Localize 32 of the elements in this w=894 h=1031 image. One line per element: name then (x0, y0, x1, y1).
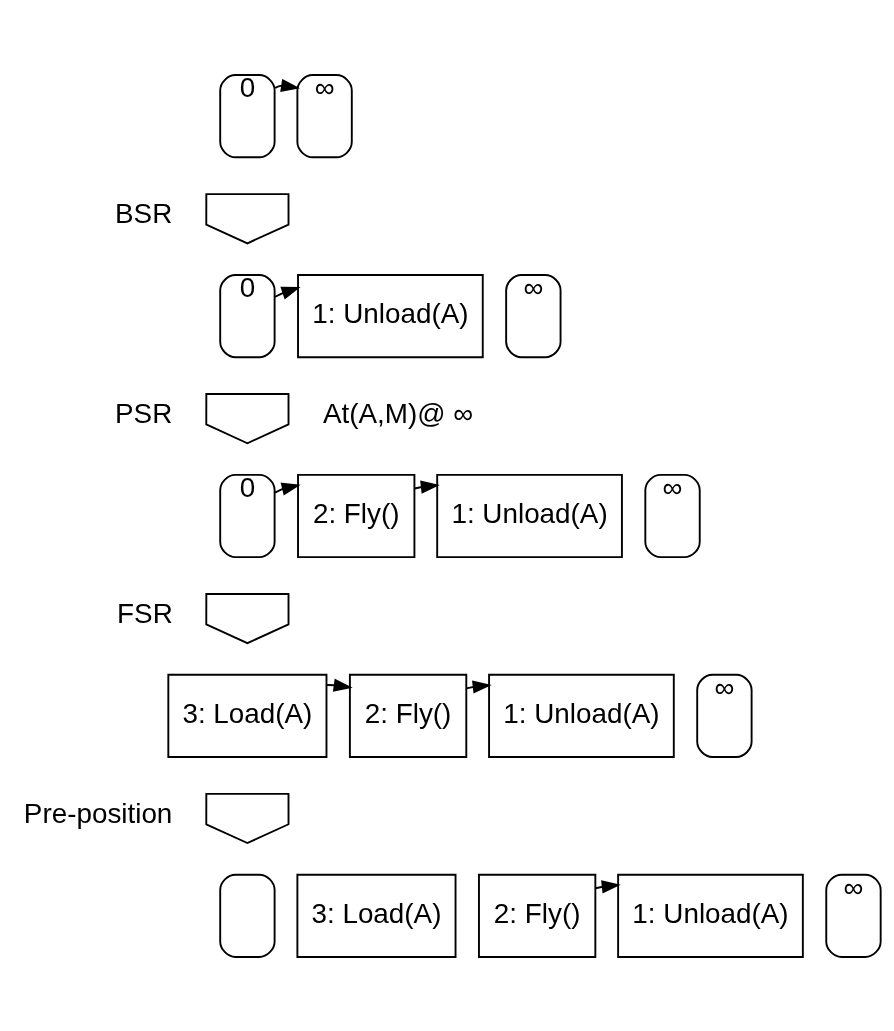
arrow (465, 679, 492, 694)
node-box: 1: Unload(A) (436, 473, 623, 558)
node-box: 0 (219, 273, 276, 358)
node-label: FSR (117, 597, 173, 629)
node-arrow (205, 592, 290, 644)
node-box: 1: Unload(A) (297, 273, 484, 358)
node-box: 0 (219, 473, 276, 558)
node-arrow (205, 792, 290, 844)
node-box: 2: Fly() (478, 873, 597, 958)
node-label: PSR (115, 397, 173, 429)
node-arrow (205, 192, 290, 244)
node-box: ∞ (644, 473, 701, 558)
arrow (413, 479, 440, 494)
arrow (325, 678, 353, 692)
node-label: Pre-position (23, 797, 173, 829)
node-box: ∞ (696, 673, 753, 758)
node-arrow (205, 392, 290, 444)
arrow (274, 482, 301, 496)
node-box: ∞ (505, 273, 562, 358)
node-box: ∞ (296, 73, 353, 158)
node-box: 2: Fly() (297, 473, 416, 558)
node-box: ∞ (825, 873, 882, 958)
node-label: BSR (115, 197, 173, 229)
arrow (594, 879, 621, 893)
node-label: At(A,M)@ ∞ (322, 397, 474, 429)
node-box: 0 (219, 73, 276, 158)
node-box: 1: Unload(A) (488, 673, 675, 758)
node-box: 1: Unload(A) (617, 873, 804, 958)
node-box: 3: Load(A) (296, 873, 457, 958)
node-box (219, 873, 276, 958)
node-box: 2: Fly() (348, 673, 468, 758)
node-box: 3: Load(A) (167, 673, 328, 758)
